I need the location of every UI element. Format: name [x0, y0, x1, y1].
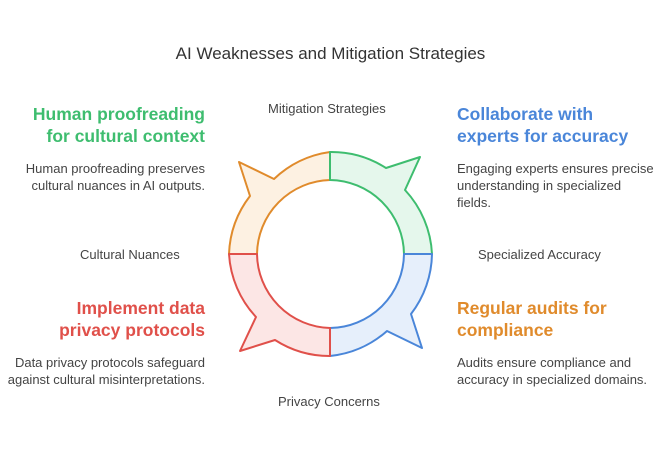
label-cultural-nuances: Cultural Nuances [80, 247, 180, 262]
heading-regular-audits: Regular audits for compliance [457, 298, 607, 340]
heading-collaborate-experts: Collaborate with experts for accuracy [457, 104, 629, 146]
cycle-segment-green [329, 150, 433, 255]
label-privacy-concerns: Privacy Concerns [278, 394, 380, 409]
heading-data-privacy: Implement data privacy protocols [59, 298, 205, 340]
label-specialized-accuracy: Specialized Accuracy [478, 247, 601, 262]
desc-data-privacy: Data privacy protocols safeguard against… [7, 355, 205, 387]
desc-collaborate-experts: Engaging experts ensures precise underst… [457, 161, 654, 210]
desc-regular-audits: Audits ensure compliance and accuracy in… [457, 355, 648, 387]
desc-human-proofreading: Human proofreading preserves cultural nu… [25, 161, 205, 193]
cycle-segment-orange [228, 151, 331, 255]
label-mitigation-strategies: Mitigation Strategies [268, 101, 386, 116]
cycle-segment-blue [329, 253, 433, 357]
cycle-segment-red [228, 253, 331, 358]
heading-human-proofreading: Human proofreading for cultural context [32, 104, 205, 146]
diagram-title: AI Weaknesses and Mitigation Strategies [175, 44, 486, 63]
